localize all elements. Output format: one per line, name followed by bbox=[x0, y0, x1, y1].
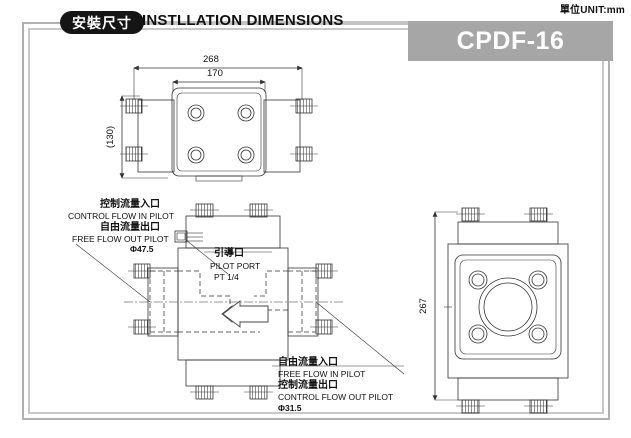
callout-pilot-port-cn: 引導口 bbox=[214, 248, 244, 259]
section-title-cn: 安裝尺寸 bbox=[60, 11, 144, 34]
callout-control-flow-out-cn: 控制流量出口 bbox=[278, 380, 338, 391]
title-rule bbox=[120, 21, 410, 25]
dim-268: 268 bbox=[203, 54, 219, 65]
callout-free-flow-out-en: FREE FLOW OUT PILOT bbox=[72, 234, 169, 244]
callout-free-flow-in-en: FREE FLOW IN PILOT bbox=[278, 369, 366, 379]
callout-dia-47-5: Φ47.5 bbox=[130, 244, 154, 254]
drawing-frame-inner bbox=[28, 28, 604, 414]
dim-130: (130) bbox=[105, 125, 117, 149]
callout-free-flow-in-cn: 自由流量入口 bbox=[278, 357, 338, 368]
callout-pilot-port-pt: PT 1/4 bbox=[214, 272, 239, 282]
callout-control-flow-in-cn: 控制流量入口 bbox=[100, 199, 160, 210]
model-banner bbox=[408, 21, 613, 61]
unit-label: 單位UNIT:mm bbox=[559, 5, 625, 16]
dim-170: 170 bbox=[207, 68, 223, 79]
callout-control-flow-out-en: CONTROL FLOW OUT PILOT bbox=[278, 392, 394, 402]
callout-dia-31-5: Φ31.5 bbox=[278, 403, 302, 413]
callout-free-flow-out-cn: 自由流量出口 bbox=[100, 222, 160, 233]
callout-pilot-port-en: PILOT PORT bbox=[210, 261, 261, 271]
dim-267: 267 bbox=[418, 298, 430, 314]
model-label: CPDF-16 bbox=[456, 26, 565, 55]
section-title-en: INSTLLATION DIMENSIONS bbox=[142, 12, 344, 29]
callout-control-flow-in-en: CONTROL FLOW IN PILOT bbox=[68, 211, 174, 221]
